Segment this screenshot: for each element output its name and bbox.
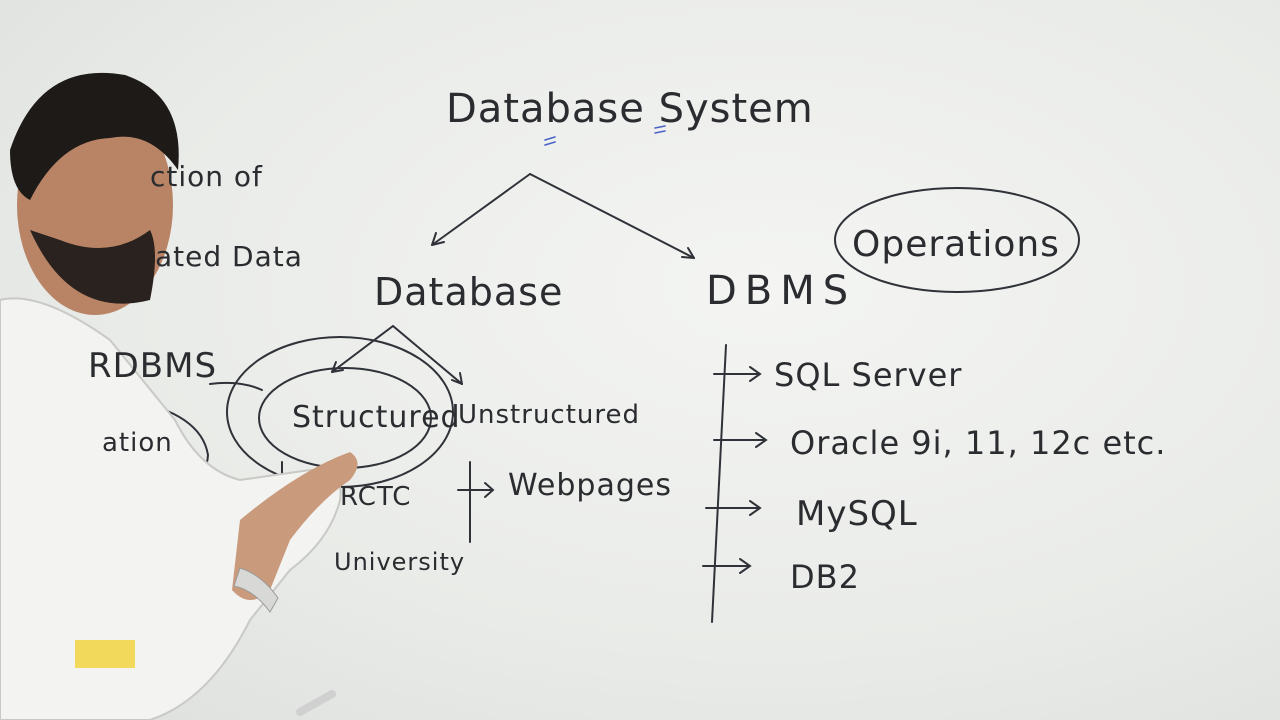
arrowhead-structured — [331, 361, 344, 373]
arrow-oracle — [713, 432, 768, 448]
dbms-node: DBMS — [706, 268, 857, 314]
presenter-beard — [30, 230, 155, 304]
bracelet — [233, 567, 279, 613]
blue-underline-marks — [544, 125, 666, 146]
arrow-to-structured — [331, 325, 394, 373]
marker-pen — [296, 690, 336, 716]
arrowhead-database — [431, 232, 445, 246]
left-fragment-rdbms: RDBMS — [88, 346, 218, 386]
structured-example-2: University — [334, 548, 466, 576]
shirt-logo — [75, 640, 135, 668]
dbms-example-4: DB2 — [790, 558, 860, 596]
arrowhead-unstructured — [451, 372, 463, 385]
presenter-arm — [232, 452, 358, 600]
arrow-to-dbms — [529, 173, 695, 259]
arrow-to-unstructured — [392, 325, 463, 385]
dbms-example-3: MySQL — [796, 494, 918, 534]
arrowhead-dbms — [681, 247, 695, 259]
structured-example-1: RCTC — [340, 482, 412, 512]
operations-label: Operations — [852, 224, 1060, 265]
structured-label: Structured — [292, 400, 461, 435]
left-fragment-3: ation — [102, 428, 173, 458]
arrow-sql-server — [713, 366, 762, 382]
presenter-hair — [10, 72, 179, 200]
operations-ellipse — [834, 187, 1080, 293]
rdbms-connector — [209, 381, 263, 391]
left-fragment-1: ction of — [150, 160, 263, 193]
dbms-example-2: Oracle 9i, 11, 12c etc. — [790, 424, 1167, 462]
arrow-to-database — [431, 173, 531, 246]
arrow-mysql — [705, 500, 762, 516]
arrow-webpages — [457, 482, 495, 498]
dbms-example-1: SQL Server — [774, 356, 963, 394]
database-node: Database — [374, 270, 564, 314]
presenter-silhouette — [0, 72, 358, 720]
left-fragment-2: ated Data — [155, 240, 303, 273]
unstructured-example-1: Webpages — [508, 468, 672, 503]
board-title: Database System — [446, 86, 814, 132]
unstructured-label: Unstructured — [458, 400, 641, 430]
arrow-db2 — [702, 558, 752, 574]
dbms-bracket — [711, 344, 727, 623]
